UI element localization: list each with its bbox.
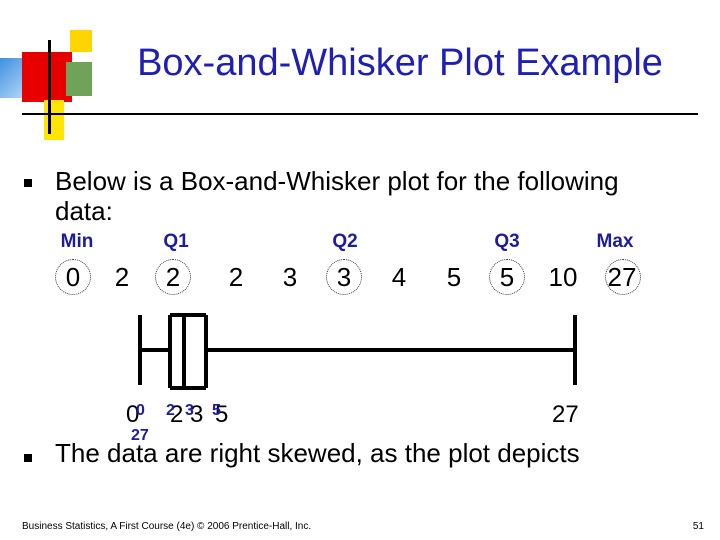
label-q2: Q2 xyxy=(332,231,358,252)
bullet-marker xyxy=(24,454,32,462)
bullet-text-1: Below is a Box-and-Whisker plot for the … xyxy=(55,166,619,226)
label-q1: Q1 xyxy=(163,231,189,252)
page-number: 51 xyxy=(692,521,704,532)
footer-copyright: Business Statistics, A First Course (4e)… xyxy=(22,521,312,532)
title-decoration-vline xyxy=(48,40,51,134)
data-value: 27 xyxy=(607,262,637,292)
data-value: 5 xyxy=(499,262,515,292)
overlay-label: 2 xyxy=(166,402,175,419)
data-value: 10 xyxy=(548,262,578,292)
axis-label: 0 xyxy=(126,401,140,428)
data-value: 2 xyxy=(228,262,244,292)
data-value: 3 xyxy=(282,262,298,292)
data-value: 0 xyxy=(65,262,81,292)
overlay-label: 27 xyxy=(131,427,149,444)
highlight-circle-min xyxy=(55,259,91,295)
axis-label: 3 xyxy=(190,401,204,428)
highlight-circle-q2 xyxy=(326,259,362,295)
label-q3: Q3 xyxy=(494,231,520,252)
bullet-marker xyxy=(24,179,32,187)
title-decoration-yellow xyxy=(70,30,92,52)
data-value: 4 xyxy=(391,262,407,292)
data-value: 2 xyxy=(114,262,130,292)
slide-title: Box-and-Whisker Plot Example xyxy=(137,42,663,84)
axis-label: 27 xyxy=(552,401,579,428)
highlight-circle-q1 xyxy=(155,259,191,295)
overlay-label: 5 xyxy=(212,402,221,419)
overlay-label: 3 xyxy=(185,402,194,419)
overlay-label: 0 xyxy=(136,402,145,419)
bullet-text-2: The data are right skewed, as the plot d… xyxy=(55,438,580,468)
data-value: 5 xyxy=(446,262,462,292)
title-decoration-red xyxy=(22,52,72,102)
data-value: 2 xyxy=(165,262,181,292)
axis-label: 5 xyxy=(215,401,229,428)
highlight-circle-max xyxy=(605,259,641,295)
label-max: Max xyxy=(596,231,634,252)
title-decoration-green xyxy=(66,62,92,96)
data-value: 3 xyxy=(336,262,352,292)
title-underline xyxy=(22,113,698,115)
label-min: Min xyxy=(60,231,94,252)
highlight-circle-q3 xyxy=(489,259,525,295)
axis-label: 2 xyxy=(170,401,184,428)
